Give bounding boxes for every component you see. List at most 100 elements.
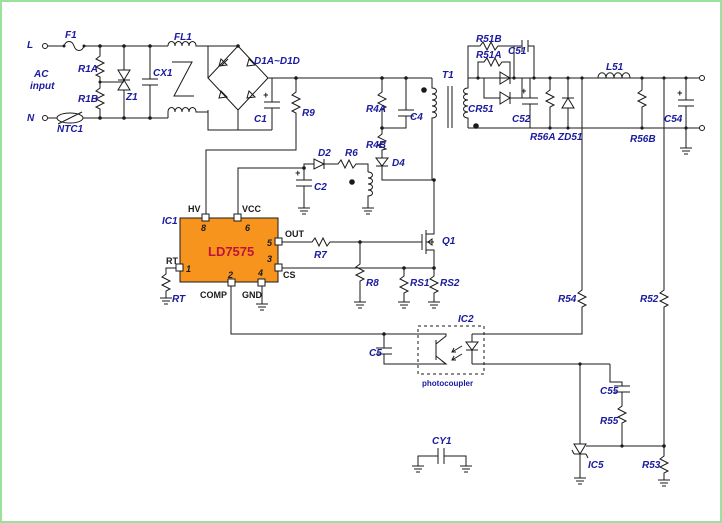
fuse-f1: F1: [48, 30, 100, 51]
ic1-label: IC1: [162, 216, 178, 227]
d1-label: D1A~D1D: [254, 56, 300, 67]
z1-label: Z1: [125, 92, 138, 103]
c55-label: C55: [600, 386, 619, 397]
capacitor-cy1: CY1: [412, 436, 472, 473]
r56b-label: R56B: [630, 134, 656, 145]
compensation-c55-r55: C55 R55: [600, 364, 630, 448]
pin-cs-number: 3: [267, 254, 272, 264]
svg-text:+: +: [263, 90, 269, 100]
ic1-part-number: LD7575: [208, 244, 254, 259]
r54-label: R54: [558, 294, 577, 305]
capacitor-c1: + C1: [254, 78, 280, 130]
r6-label: R6: [345, 148, 358, 159]
pin-comp-number: 2: [227, 270, 233, 280]
choke-fl1: FL1: [167, 32, 208, 118]
cy1-label: CY1: [432, 436, 452, 447]
c51-label: C51: [508, 46, 527, 57]
shunt-regulator-ic5: IC5: [571, 443, 666, 485]
rs2-label: RS2: [440, 278, 460, 289]
output-positive-terminal: [699, 75, 705, 81]
cx1-label: CX1: [153, 68, 173, 79]
capacitor-c5: C5: [369, 334, 418, 365]
pin-vcc-name: VCC: [242, 204, 262, 214]
ntc1-label: NTC1: [57, 124, 84, 135]
c2-label: C2: [314, 182, 327, 193]
pin-rt-name: RT: [166, 256, 178, 266]
resistor-r54: R54: [484, 76, 588, 335]
r55-label: R55: [600, 416, 619, 427]
resistor-r7: R7: [282, 236, 422, 261]
resistor-r56a: R56A: [530, 76, 556, 143]
capacitor-c54: + C54: [664, 76, 694, 155]
svg-text:+: +: [677, 88, 683, 98]
capacitor-cx1: CX1: [142, 44, 173, 120]
photocoupler-caption: photocoupler: [422, 379, 473, 388]
r4b-label: R4B: [366, 140, 386, 151]
pin-rt-number: 1: [186, 264, 191, 274]
zener-zd51: ZD51: [557, 76, 583, 143]
capacitor-c52: + C52: [512, 78, 538, 128]
resistor-rs1: RS1: [398, 268, 430, 309]
pin-vcc-number: 6: [245, 223, 251, 233]
resistor-r56b: R56B: [630, 76, 656, 145]
c54-label: C54: [664, 114, 683, 125]
mosfet-q1: Q1: [421, 178, 456, 268]
r51b-label: R51B: [476, 34, 502, 45]
r9-label: R9: [302, 108, 315, 119]
secondary-rectifier: R51B R51A C51 CR51: [467, 34, 536, 115]
r51a-label: R51A: [476, 50, 502, 61]
controller-ic1: LD7575 IC1 HV 8 VCC 6 OUT 5 CS 3 RT 1 CO…: [162, 204, 305, 300]
auxiliary-supply: + C2 D2 R6: [237, 148, 374, 216]
pin-hv-name: HV: [188, 204, 201, 214]
ic5-label: IC5: [588, 460, 604, 471]
zd51-label: ZD51: [557, 132, 583, 143]
line-label: L: [27, 40, 33, 51]
pin-cs-name: CS: [283, 270, 296, 280]
neutral-label: N: [27, 113, 35, 124]
resistor-r8: R8: [354, 242, 379, 309]
rt-label: RT: [172, 294, 186, 305]
r8-label: R8: [366, 278, 379, 289]
fl1-label: FL1: [174, 32, 192, 43]
pin-hv-number: 8: [201, 223, 206, 233]
bridge-rectifier-d1: D1A~D1D: [207, 44, 300, 131]
c1-label: C1: [254, 114, 267, 125]
svg-text:+: +: [295, 168, 301, 178]
rs1-label: RS1: [410, 278, 430, 289]
pin-out-number: 5: [267, 238, 273, 248]
inductor-l51: L51: [597, 62, 631, 79]
svg-text:+: +: [521, 86, 527, 96]
c52-label: C52: [512, 114, 531, 125]
f1-label: F1: [65, 30, 77, 41]
r4a-label: R4A: [366, 104, 386, 115]
neutral-terminal: N: [27, 113, 48, 124]
r53-label: R53: [642, 460, 661, 471]
zener-z1: Z1: [100, 44, 138, 120]
r7-label: R7: [314, 250, 327, 261]
q1-label: Q1: [442, 236, 456, 247]
c5-label: C5: [369, 348, 382, 359]
ac-input-label-2: input: [30, 81, 55, 92]
pin-out-name: OUT: [285, 229, 305, 239]
pin-gnd-number: 4: [257, 268, 263, 278]
resistor-r53: R53: [642, 446, 670, 487]
pin-gnd-name: GND: [242, 290, 263, 300]
r52-label: R52: [640, 294, 659, 305]
snubber-network: R4A R4B C4 D4: [366, 76, 434, 181]
d4-label: D4: [392, 158, 405, 169]
cr51-label: CR51: [468, 104, 494, 115]
r56a-label: R56A: [530, 132, 556, 143]
pin-comp-name: COMP: [200, 290, 227, 300]
ic2-label: IC2: [458, 314, 474, 325]
transformer-t1: T1: [421, 70, 479, 180]
l51-label: L51: [606, 62, 624, 73]
t1-label: T1: [442, 70, 454, 81]
ac-input-label: AC: [33, 69, 49, 80]
resistor-r52: R52: [640, 76, 670, 446]
resistor-r9: R9: [205, 78, 315, 216]
d2-label: D2: [318, 148, 331, 159]
line-terminal: L: [27, 40, 48, 51]
resistor-rt: RT: [160, 267, 186, 305]
